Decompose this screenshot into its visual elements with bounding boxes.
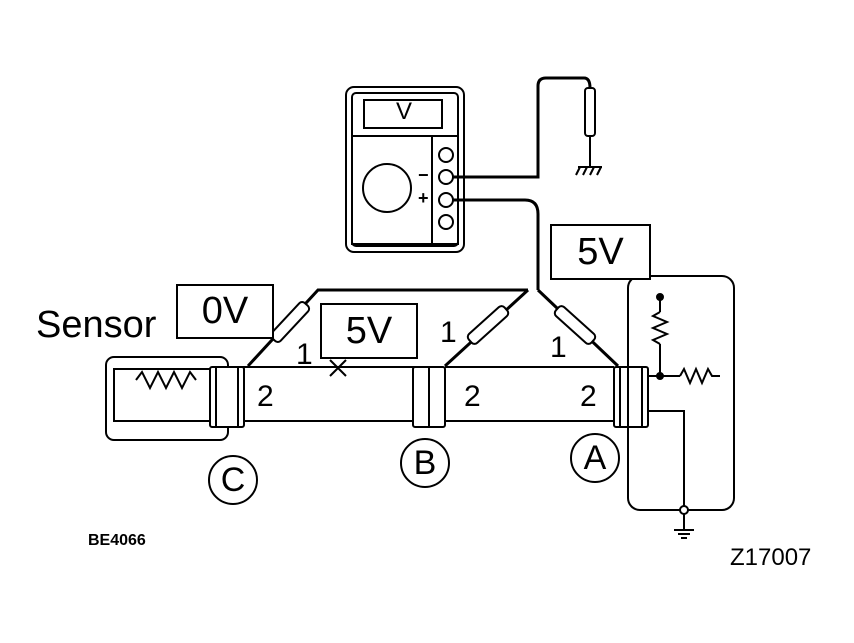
figure-code-right: Z17007	[730, 544, 812, 571]
pin-1-c: 1	[296, 338, 313, 371]
connector-b-label: B	[400, 438, 450, 488]
connector-a-label: A	[570, 433, 620, 483]
pin-2-a: 2	[580, 380, 597, 413]
resistor-icon	[135, 369, 197, 391]
pin-2-b: 2	[464, 380, 481, 413]
meter-mode-label: V	[396, 98, 413, 125]
probe-icon	[584, 87, 596, 166]
voltmeter-icon	[345, 86, 465, 253]
ground-icon	[575, 166, 602, 176]
connector-c-label: C	[208, 455, 258, 505]
meter-minus-label: −	[418, 165, 429, 185]
pin-1-b: 1	[440, 316, 457, 349]
pin-1-a: 1	[550, 331, 567, 364]
figure-code-left: BE4066	[88, 532, 146, 549]
voltage-sensor-box: 0V	[176, 284, 274, 339]
meter-plus-label: +	[418, 188, 429, 208]
voltage-middle-box: 5V	[320, 303, 418, 359]
voltage-ecu-box: 5V	[550, 224, 651, 280]
pin-2-c: 2	[257, 380, 274, 413]
sensor-label: Sensor	[36, 304, 157, 346]
broken-wire-icon	[329, 359, 347, 377]
